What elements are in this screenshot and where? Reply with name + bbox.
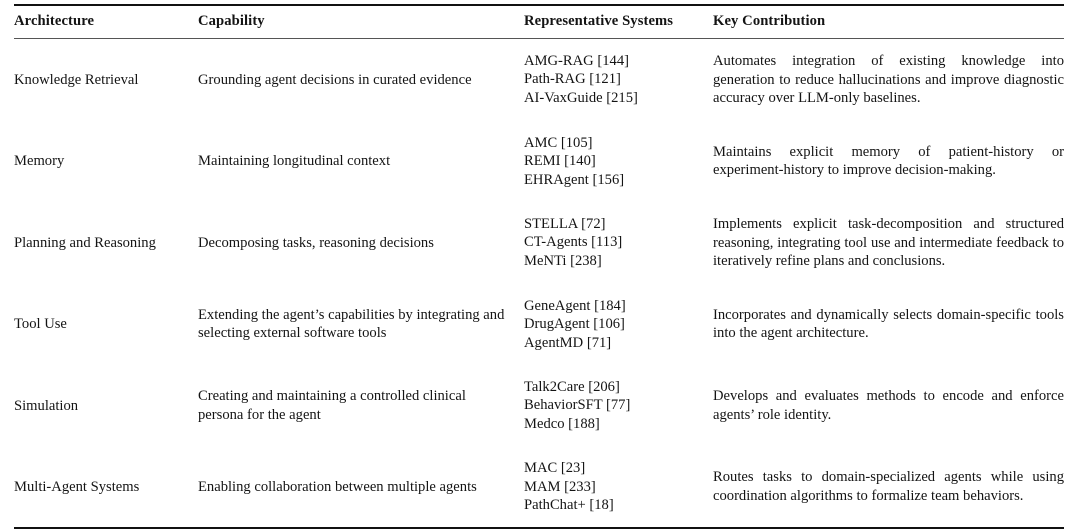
architecture-name: Simulation (14, 397, 79, 414)
cell-representative-systems: AMC [105] REMI [140] EHRAgent [156] (524, 121, 713, 202)
column-header-architecture: Architecture (14, 4, 198, 39)
cell-capability: Grounding agent decisions in curated evi… (198, 39, 524, 121)
table-row: Memory Maintaining longitudinal context … (14, 121, 1064, 202)
list-item: AgentMD [71] (524, 334, 612, 351)
table-row: Multi-Agent Systems Enabling collaborati… (14, 446, 1064, 529)
cell-key-contribution: Incorporates and dynamically selects dom… (713, 284, 1064, 365)
cell-key-contribution: Implements explicit task-decomposition a… (713, 202, 1064, 284)
table-row: Simulation Creating and maintaining a co… (14, 365, 1064, 446)
cell-capability: Extending the agent’s capabilities by in… (198, 284, 524, 365)
table-row: Tool Use Extending the agent’s capabilit… (14, 284, 1064, 365)
capability-text: Maintaining longitudinal context (198, 153, 391, 170)
system-list: AMG-RAG [144] Path-RAG [121] AI-VaxGuide… (524, 52, 699, 107)
cell-architecture: Simulation (14, 365, 198, 446)
cell-architecture: Multi-Agent Systems (14, 446, 198, 529)
table-container: Architecture Capability Representative S… (14, 4, 1064, 529)
list-item: GeneAgent [184] (524, 297, 626, 314)
cell-architecture: Tool Use (14, 284, 198, 365)
cell-key-contribution: Automates integration of existing knowle… (713, 39, 1064, 121)
architecture-name: Tool Use (14, 316, 67, 333)
table-body: Knowledge Retrieval Grounding agent deci… (14, 39, 1064, 529)
cell-key-contribution: Routes tasks to domain-specialized agent… (713, 446, 1064, 529)
list-item: DrugAgent [106] (524, 316, 625, 333)
capability-text: Extending the agent’s capabilities by in… (198, 307, 505, 342)
architecture-capability-table: Architecture Capability Representative S… (14, 4, 1064, 529)
architecture-name: Memory (14, 153, 65, 170)
cell-representative-systems: MAC [23] MAM [233] PathChat+ [18] (524, 446, 713, 529)
key-contribution-text: Routes tasks to domain-specialized agent… (713, 469, 1064, 504)
cell-representative-systems: AMG-RAG [144] Path-RAG [121] AI-VaxGuide… (524, 39, 713, 121)
list-item: CT-Agents [113] (524, 234, 623, 251)
cell-representative-systems: STELLA [72] CT-Agents [113] MeNTi [238] (524, 202, 713, 284)
system-list: GeneAgent [184] DrugAgent [106] AgentMD … (524, 297, 699, 352)
list-item: AMG-RAG [144] (524, 53, 629, 69)
table-row: Knowledge Retrieval Grounding agent deci… (14, 39, 1064, 121)
list-item: AMC [105] (524, 134, 593, 151)
list-item: PathChat+ [18] (524, 497, 614, 514)
list-item: STELLA [72] (524, 216, 606, 232)
table-row: Planning and Reasoning Decomposing tasks… (14, 202, 1064, 284)
key-contribution-text: Implements explicit task-decomposition a… (713, 216, 1064, 270)
list-item: MeNTi [238] (524, 252, 602, 269)
list-item: Path-RAG [121] (524, 71, 621, 88)
key-contribution-text: Maintains explicit memory of patient-his… (713, 143, 1064, 179)
list-item: AI-VaxGuide [215] (524, 89, 638, 106)
list-item: BehaviorSFT [77] (524, 397, 631, 414)
cell-architecture: Memory (14, 121, 198, 202)
cell-capability: Creating and maintaining a controlled cl… (198, 365, 524, 446)
list-item: REMI [140] (524, 153, 596, 170)
cell-representative-systems: GeneAgent [184] DrugAgent [106] AgentMD … (524, 284, 713, 365)
capability-text: Creating and maintaining a controlled cl… (198, 388, 466, 423)
system-list: MAC [23] MAM [233] PathChat+ [18] (524, 459, 699, 514)
cell-architecture: Knowledge Retrieval (14, 39, 198, 121)
list-item: EHRAgent [156] (524, 171, 625, 188)
system-list: Talk2Care [206] BehaviorSFT [77] Medco [… (524, 378, 699, 433)
column-header-key-contribution: Key Contribution (713, 4, 1064, 39)
cell-capability: Enabling collaboration between multiple … (198, 446, 524, 529)
cell-architecture: Planning and Reasoning (14, 202, 198, 284)
key-contribution-text: Incorporates and dynamically selects dom… (713, 306, 1064, 342)
list-item: Talk2Care [206] (524, 379, 620, 395)
cell-key-contribution: Maintains explicit memory of patient-his… (713, 121, 1064, 202)
system-list: STELLA [72] CT-Agents [113] MeNTi [238] (524, 215, 699, 270)
key-contribution-text: Develops and evaluates methods to encode… (713, 388, 1064, 423)
capability-text: Enabling collaboration between multiple … (198, 478, 477, 495)
architecture-name: Knowledge Retrieval (14, 71, 139, 88)
column-header-representative-systems: Representative Systems (524, 4, 713, 39)
table-header-row: Architecture Capability Representative S… (14, 4, 1064, 39)
architecture-name: Planning and Reasoning (14, 234, 156, 251)
capability-text: Grounding agent decisions in curated evi… (198, 71, 472, 88)
cell-capability: Maintaining longitudinal context (198, 121, 524, 202)
cell-representative-systems: Talk2Care [206] BehaviorSFT [77] Medco [… (524, 365, 713, 446)
capability-text: Decomposing tasks, reasoning decisions (198, 234, 434, 251)
list-item: Medco [188] (524, 415, 600, 432)
column-header-capability: Capability (198, 4, 524, 39)
cell-capability: Decomposing tasks, reasoning decisions (198, 202, 524, 284)
architecture-name: Multi-Agent Systems (14, 478, 140, 495)
table-header: Architecture Capability Representative S… (14, 4, 1064, 39)
key-contribution-text: Automates integration of existing knowle… (713, 53, 1064, 107)
cell-key-contribution: Develops and evaluates methods to encode… (713, 365, 1064, 446)
list-item: MAC [23] (524, 460, 586, 477)
list-item: MAM [233] (524, 478, 596, 495)
system-list: AMC [105] REMI [140] EHRAgent [156] (524, 134, 699, 189)
